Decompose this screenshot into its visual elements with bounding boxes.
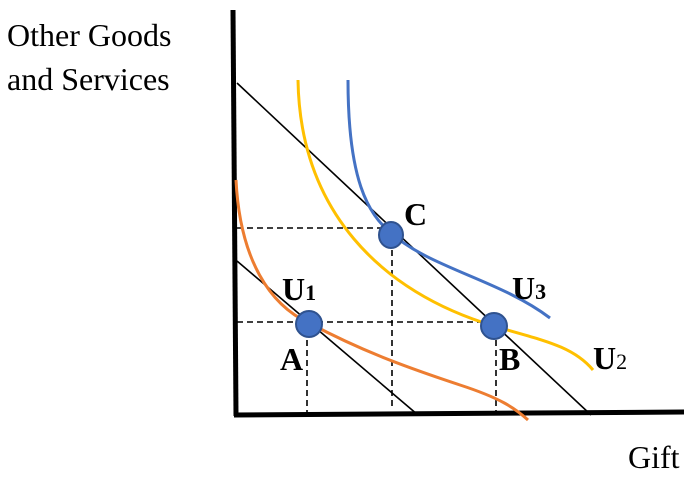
indifference-curve-u1 bbox=[234, 179, 530, 422]
u1-label: U1 bbox=[282, 271, 316, 307]
y-axis-label-line2: and Services bbox=[7, 61, 170, 97]
point-b-marker bbox=[480, 312, 508, 340]
u2-label: U2 bbox=[593, 340, 627, 376]
x-axis bbox=[233, 409, 685, 418]
point-a-label: A bbox=[280, 341, 303, 377]
point-c-label: C bbox=[404, 196, 427, 232]
x-axis-label: Gift bbox=[628, 439, 680, 475]
point-c-marker bbox=[378, 221, 404, 249]
y-axis-label-line1: Other Goods bbox=[7, 17, 171, 53]
y-axis bbox=[230, 9, 239, 417]
point-b-label: B bbox=[499, 341, 520, 377]
point-a-marker bbox=[295, 310, 323, 338]
u3-label: U3 bbox=[512, 270, 546, 306]
indifference-curve-u2 bbox=[296, 79, 595, 371]
